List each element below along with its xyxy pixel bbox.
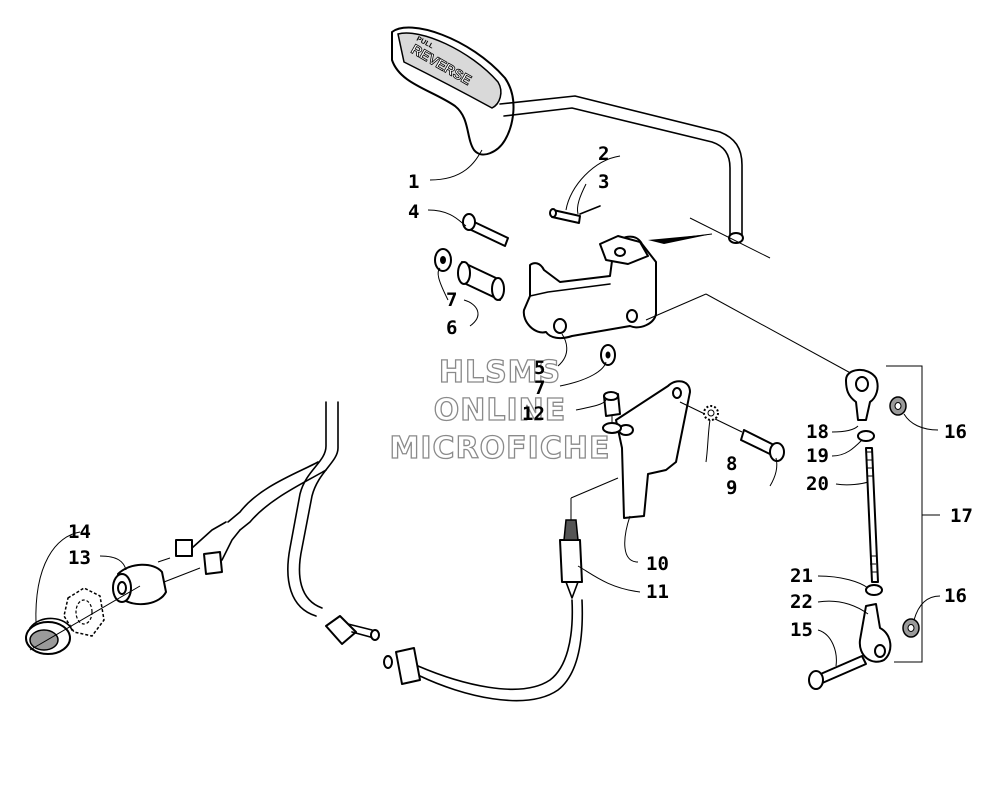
callout-13: 13: [68, 547, 91, 569]
callout-1: 1: [408, 171, 419, 193]
callout-19: 19: [806, 445, 829, 467]
hex-nut: [63, 587, 105, 637]
rod-end-22: [858, 603, 892, 663]
callout-8: 8: [726, 453, 737, 475]
bushing-6: [457, 261, 505, 301]
reverse-handle-assembly: PULL REVERSE: [391, 26, 744, 244]
callout-3: 3: [598, 171, 609, 193]
callout-14: 14: [68, 521, 91, 543]
nut-16-top: [889, 396, 907, 416]
indicator-light-13: [112, 563, 167, 606]
jam-nut-19: [857, 430, 875, 442]
watermark: HLSMS ONLINE MICROFICHE: [389, 354, 611, 466]
callout-17: 17: [950, 505, 973, 527]
bolt-4: [462, 213, 509, 247]
callout-labels: 1 2 3 4 5 6 7 7 8 9 10 11 12 13 14 15 16…: [68, 143, 973, 641]
watermark-line-2: ONLINE: [434, 393, 567, 428]
nut-16-bottom: [902, 618, 920, 638]
callout-2: 2: [598, 143, 609, 165]
leader-lines: [35, 149, 941, 667]
callout-16a: 16: [944, 421, 967, 443]
shift-bracket-5: [522, 235, 657, 340]
callout-5: 5: [534, 357, 545, 379]
switch-plate-10: [615, 380, 691, 519]
watermark-line-1: HLSMS: [439, 355, 561, 390]
rod-axis-line: [689, 217, 771, 259]
washer-7-right: [600, 344, 616, 366]
pin-and-cotter: [549, 205, 601, 224]
threaded-rod-20: [865, 447, 879, 583]
callout-10: 10: [646, 553, 669, 575]
callout-4: 4: [408, 201, 419, 223]
star-washer-8: [703, 405, 719, 421]
bezel-ring-14: [25, 585, 141, 655]
callout-20: 20: [806, 473, 829, 495]
watermark-line-3: MICROFICHE: [390, 431, 611, 466]
callout-7a: 7: [446, 289, 457, 311]
callout-21: 21: [790, 565, 813, 587]
terminal-connectors: [157, 521, 241, 583]
callout-11: 11: [646, 581, 669, 603]
bolt-15: [808, 655, 867, 690]
rod-end-18: [845, 369, 879, 421]
callout-12: 12: [522, 403, 545, 425]
callout-22: 22: [790, 591, 813, 613]
wiring-harness: [227, 401, 619, 702]
washer-7-left: [434, 248, 452, 272]
callout-9: 9: [726, 477, 737, 499]
callout-18: 18: [806, 421, 829, 443]
linkage-bracket-17: [886, 365, 940, 663]
callout-16b: 16: [944, 585, 967, 607]
switch-12: [602, 391, 622, 434]
callout-6: 6: [446, 317, 457, 339]
callout-15: 15: [790, 619, 813, 641]
jam-nut-21: [865, 584, 883, 596]
bolt-9: [740, 429, 785, 462]
callout-7b: 7: [534, 377, 545, 399]
